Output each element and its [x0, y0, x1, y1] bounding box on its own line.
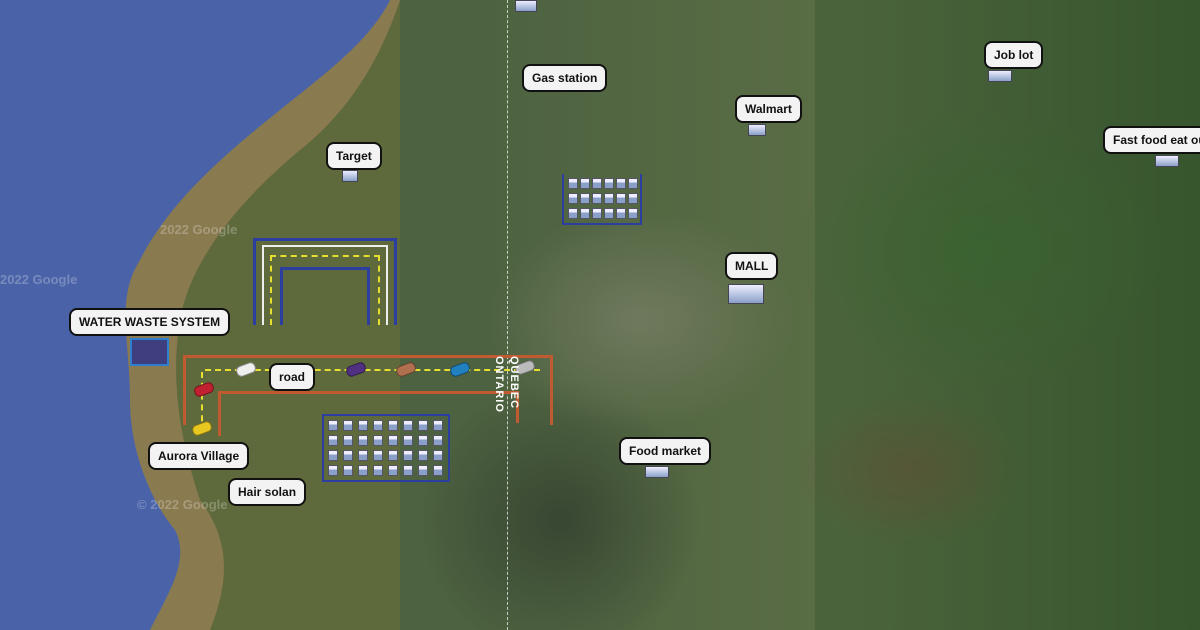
building-icon: [328, 465, 338, 476]
building-icon: [728, 284, 764, 304]
building-icon: [604, 193, 614, 204]
building-icon: [748, 124, 766, 136]
building-icon: [568, 178, 578, 189]
building-icon: [604, 178, 614, 189]
building-icon: [418, 450, 428, 461]
building-icon: [373, 450, 383, 461]
building-icon: [343, 420, 353, 431]
marker-mall[interactable]: MALL: [725, 252, 779, 280]
region-label-quebec: QUEBEC: [508, 356, 520, 410]
building-icon: [645, 466, 669, 478]
building-icon: [343, 435, 353, 446]
building-icon: [1155, 155, 1179, 167]
building-cluster: [322, 414, 450, 482]
building-icon: [568, 193, 578, 204]
parking-lot: [253, 238, 397, 325]
building-icon: [515, 0, 537, 12]
building-icon: [418, 435, 428, 446]
building-icon: [604, 208, 614, 219]
building-icon: [580, 193, 590, 204]
watermark: 2022 Google: [0, 272, 78, 287]
road-segment: [183, 355, 186, 425]
marker-job-lot[interactable]: Job lot: [984, 41, 1044, 69]
marker-walmart[interactable]: Walmart: [735, 95, 802, 123]
building-icon: [328, 435, 338, 446]
lane-marking: [205, 369, 540, 371]
road-segment: [218, 391, 221, 436]
building-icon: [403, 450, 413, 461]
marker-hair-salon[interactable]: Hair solan: [228, 478, 307, 506]
building-icon: [373, 420, 383, 431]
marker-aurora-village[interactable]: Aurora Village: [148, 442, 250, 470]
building-icon: [388, 450, 398, 461]
building-icon: [628, 193, 638, 204]
building-icon: [343, 450, 353, 461]
building-icon: [373, 465, 383, 476]
marker-food-market[interactable]: Food market: [619, 437, 712, 465]
marker-target[interactable]: Target: [326, 142, 382, 170]
building-icon: [988, 70, 1012, 82]
building-icon: [358, 435, 368, 446]
building-icon: [592, 193, 602, 204]
building-icon: [373, 435, 383, 446]
map-tile: [815, 0, 1200, 630]
lane-marking: [201, 372, 203, 432]
building-icon: [433, 435, 443, 446]
building-icon: [343, 465, 353, 476]
building-icon: [358, 420, 368, 431]
marker-fast-food[interactable]: Fast food eat ou: [1103, 126, 1200, 154]
watermark: 2022 Google: [160, 222, 238, 237]
building-icon: [388, 465, 398, 476]
building-icon: [328, 420, 338, 431]
building-icon: [358, 450, 368, 461]
building-icon: [616, 178, 626, 189]
road-segment: [183, 355, 553, 358]
building-icon: [403, 465, 413, 476]
road-segment: [550, 355, 553, 425]
building-icon: [403, 420, 413, 431]
building-icon: [328, 450, 338, 461]
building-icon: [418, 420, 428, 431]
building-icon: [592, 208, 602, 219]
building-icon: [628, 178, 638, 189]
road-segment: [218, 391, 518, 394]
building-icon: [616, 208, 626, 219]
building-icon: [580, 178, 590, 189]
building-icon: [628, 208, 638, 219]
building-icon: [433, 465, 443, 476]
building-icon: [433, 450, 443, 461]
building-icon: [358, 465, 368, 476]
waste-pond: [130, 338, 169, 366]
watermark: © 2022 Google: [137, 497, 228, 512]
region-label-ontario: ONTARIO: [493, 356, 505, 413]
marker-water-waste-system[interactable]: WATER WASTE SYSTEM: [69, 308, 231, 336]
building-icon: [616, 193, 626, 204]
province-border: [507, 0, 508, 630]
building-icon: [342, 170, 358, 182]
building-icon: [388, 420, 398, 431]
building-icon: [418, 465, 428, 476]
building-icon: [580, 208, 590, 219]
building-cluster: [562, 174, 642, 225]
building-icon: [592, 178, 602, 189]
building-icon: [403, 435, 413, 446]
building-icon: [433, 420, 443, 431]
marker-gas-station[interactable]: Gas station: [522, 64, 608, 92]
building-icon: [568, 208, 578, 219]
building-icon: [388, 435, 398, 446]
road-segment: [516, 391, 519, 423]
car: [448, 360, 472, 379]
marker-road[interactable]: road: [269, 363, 316, 391]
